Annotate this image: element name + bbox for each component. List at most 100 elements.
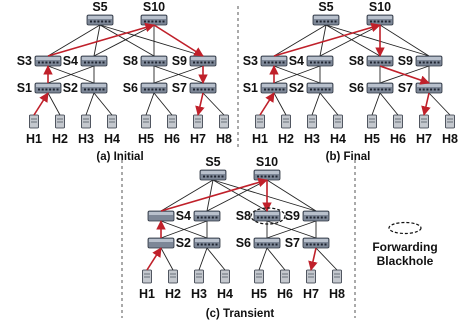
link-s2-h4 xyxy=(206,247,226,271)
host-h4: H4 xyxy=(330,114,346,146)
switch-port xyxy=(313,88,316,91)
switch-s7: S7 xyxy=(285,236,330,250)
switch-port xyxy=(95,61,98,64)
link-s1-h2 xyxy=(160,247,174,271)
switch-port xyxy=(147,88,150,91)
switch-port xyxy=(264,243,267,246)
switch-top-face xyxy=(82,57,106,60)
switch-label-s10: S10 xyxy=(143,0,165,14)
switch-port xyxy=(309,216,312,219)
switch-s7: S7 xyxy=(172,81,217,95)
switch-s6: S6 xyxy=(349,81,394,95)
switch-s7: S7 xyxy=(398,81,443,95)
switch-port xyxy=(217,175,220,178)
switch-port xyxy=(98,88,101,91)
switch-port xyxy=(95,88,98,91)
host-label-h3: H3 xyxy=(304,132,320,146)
host-label-h6: H6 xyxy=(390,132,406,146)
host-h7: H7 xyxy=(303,269,319,301)
switch-port xyxy=(200,61,203,64)
switch-port xyxy=(323,20,326,23)
switch-label-s10: S10 xyxy=(256,155,278,169)
switch-top-face xyxy=(201,171,225,174)
switch-port xyxy=(84,88,86,91)
switch-port xyxy=(271,216,274,219)
link-s7-h8 xyxy=(202,92,225,116)
switch-port xyxy=(214,175,217,178)
switch-top-face xyxy=(149,239,173,242)
host-label-h4: H4 xyxy=(330,132,346,146)
switch-top-face xyxy=(368,16,392,19)
switch-port xyxy=(275,216,278,219)
host-label-h3: H3 xyxy=(78,132,94,146)
switch-top-face xyxy=(262,84,286,87)
switch-label-s5: S5 xyxy=(92,0,107,14)
switch-port xyxy=(271,61,274,64)
link-s4-s1 xyxy=(273,65,321,84)
server-host-icon xyxy=(255,114,265,129)
server-host-icon xyxy=(194,269,204,284)
switch-port xyxy=(208,216,211,219)
switch-port xyxy=(320,216,323,219)
server-host-icon xyxy=(168,269,178,284)
link-s6-h6 xyxy=(266,247,286,271)
switch-port xyxy=(316,20,318,23)
switch-s8: S8 xyxy=(236,209,281,223)
switch-port xyxy=(211,216,214,219)
host-label-h5: H5 xyxy=(251,287,267,301)
host-h7: H7 xyxy=(416,114,432,146)
host-h6: H6 xyxy=(277,269,293,301)
switch-port xyxy=(271,243,274,246)
link-s5-s8 xyxy=(99,24,155,57)
switch-port xyxy=(215,216,218,219)
switch-label-s3: S3 xyxy=(17,54,32,68)
legend-label-blackhole: Blackhole xyxy=(377,254,434,268)
host-h4: H4 xyxy=(217,269,233,301)
switch-port xyxy=(419,61,421,64)
switch-port xyxy=(87,88,90,91)
switch-port xyxy=(203,175,205,178)
switch-port xyxy=(320,243,323,246)
switch-label-s8: S8 xyxy=(236,209,251,223)
switch-port xyxy=(56,61,59,64)
switch-port xyxy=(204,243,207,246)
server-host-icon xyxy=(254,269,264,284)
server-host-icon xyxy=(281,114,291,129)
switch-port xyxy=(324,216,327,219)
host-label-h8: H8 xyxy=(442,132,458,146)
switch-port xyxy=(155,20,158,23)
switch-port xyxy=(204,61,207,64)
switch-s8: S8 xyxy=(123,54,168,68)
switch-s1 xyxy=(147,237,175,249)
switch-port xyxy=(49,61,52,64)
server-host-icon xyxy=(367,114,377,129)
link-s5-s3 xyxy=(47,24,101,57)
switch-port xyxy=(268,175,271,178)
switch-port xyxy=(200,243,203,246)
switch-port xyxy=(97,20,100,23)
switch-label-s5: S5 xyxy=(318,0,333,14)
switch-port xyxy=(324,88,327,91)
switch-port xyxy=(104,20,107,23)
link-s1-h2 xyxy=(273,92,287,116)
switch-port xyxy=(38,88,40,91)
caption-transient: (c) Transient xyxy=(206,308,275,320)
switch-port xyxy=(275,175,278,178)
host-label-h1: H1 xyxy=(139,287,155,301)
switch-port xyxy=(317,88,320,91)
server-host-icon xyxy=(167,114,177,129)
switch-port xyxy=(278,61,281,64)
switch-top-face xyxy=(191,57,215,60)
switch-s2: S2 xyxy=(289,81,334,95)
switch-s4: S4 xyxy=(176,209,221,223)
legend-label-forwarding: Forwarding xyxy=(372,240,437,254)
link-s10-s4 xyxy=(93,24,155,57)
host-label-h2: H2 xyxy=(278,132,294,146)
host-h1: H1 xyxy=(139,269,155,301)
switch-label-s8: S8 xyxy=(349,54,364,68)
switch-s2: S2 xyxy=(176,236,221,250)
switch-port xyxy=(426,61,429,64)
link-s5-s4 xyxy=(93,24,101,57)
switch-port xyxy=(426,88,429,91)
